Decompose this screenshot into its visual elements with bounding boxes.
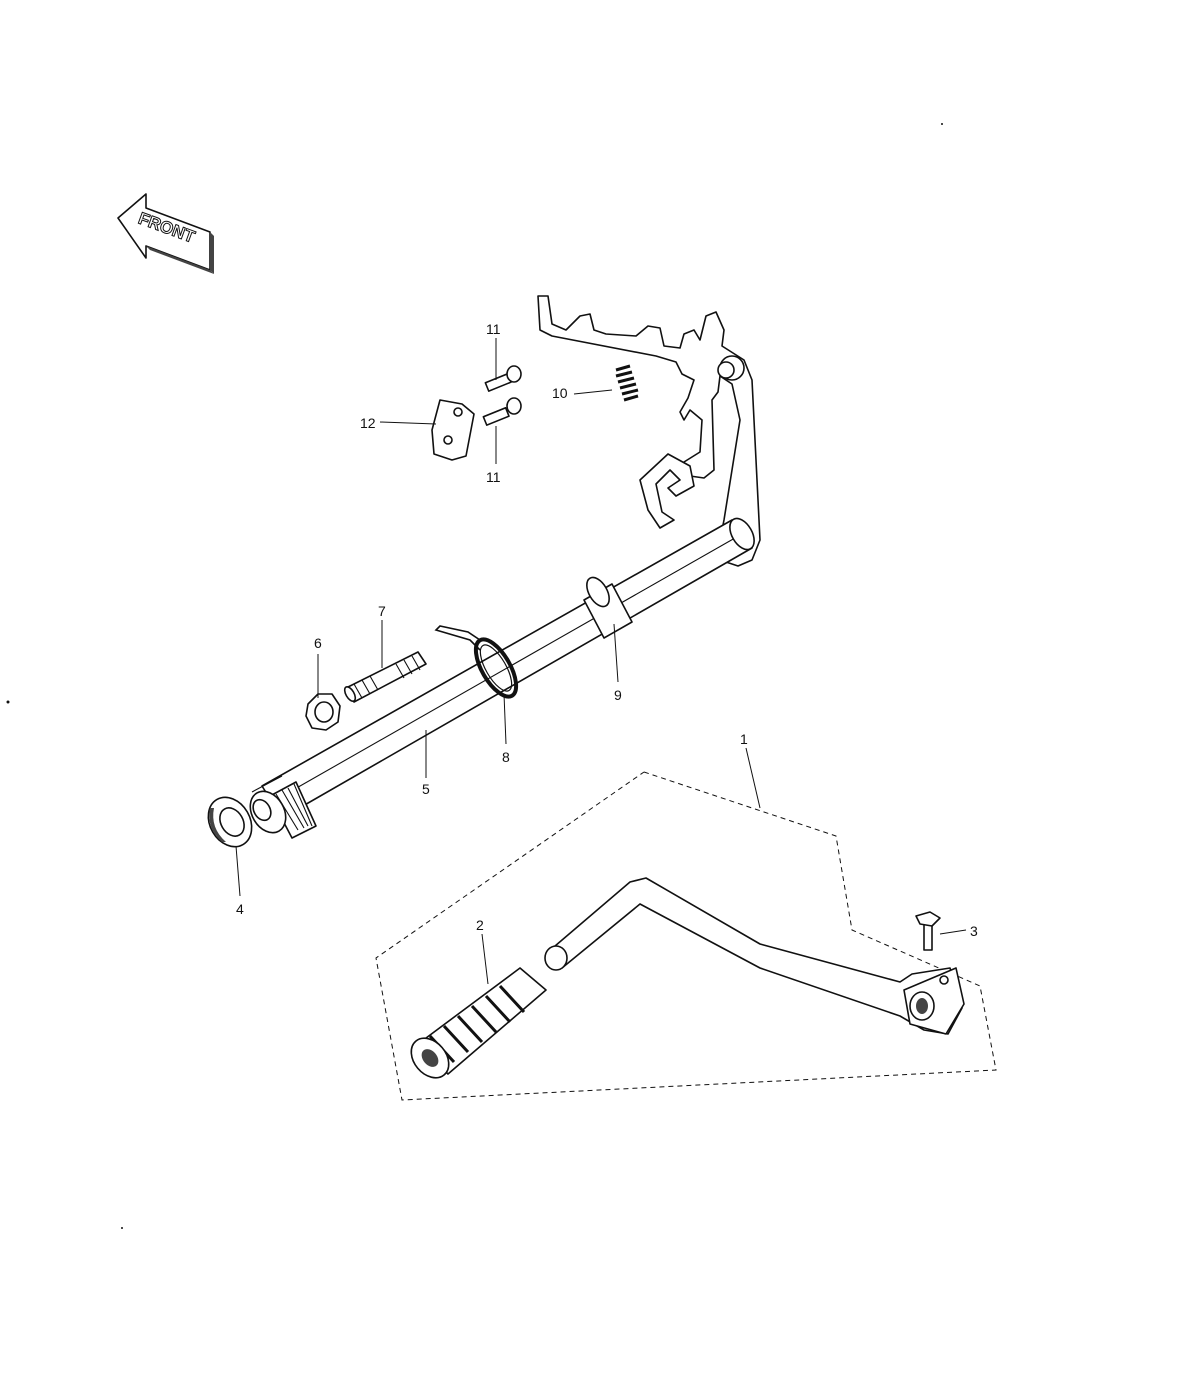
- stud-bolt: [343, 651, 427, 703]
- nut: [305, 693, 341, 731]
- callout-7: 7: [378, 603, 386, 619]
- callout-11-upper: 11: [486, 321, 501, 337]
- gear-change-pedal: [544, 877, 965, 1035]
- bolt-lower: [482, 397, 522, 426]
- callout-10: 10: [552, 385, 568, 401]
- callout-9: 9: [614, 687, 622, 703]
- bolt-upper: [484, 365, 522, 392]
- leader-lines: [235, 338, 967, 985]
- shift-shaft: [249, 517, 755, 839]
- callout-3: 3: [970, 923, 978, 939]
- callout-5: 5: [422, 781, 430, 797]
- scan-speck: [121, 1227, 123, 1229]
- pedal-group-outline: [375, 771, 997, 1101]
- oil-seal: [207, 796, 253, 848]
- callout-4: 4: [236, 901, 244, 917]
- shift-arm: [537, 295, 761, 567]
- callout-1: 1: [740, 731, 748, 747]
- scan-speck: [941, 123, 943, 125]
- pedal-rubber: [410, 967, 547, 1079]
- circlip: [434, 625, 519, 699]
- callout-11-lower: 11: [486, 469, 501, 485]
- stopper-plate: [431, 399, 475, 461]
- callout-12: 12: [360, 415, 376, 431]
- callout-2: 2: [476, 917, 484, 933]
- callout-8: 8: [502, 749, 510, 765]
- spring: [615, 364, 639, 402]
- front-arrow-icon: FRONT: [117, 193, 214, 274]
- callout-6: 6: [314, 635, 322, 651]
- scan-speck: [6, 700, 10, 704]
- pedal-bolt: [915, 911, 941, 951]
